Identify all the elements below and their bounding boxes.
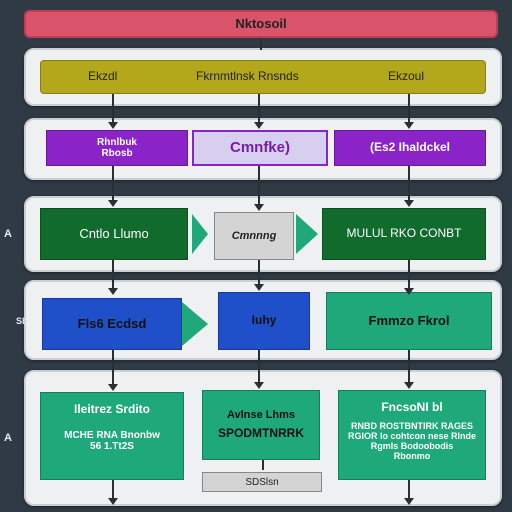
layer-5-center-body: SPODMTNRRK <box>218 426 304 441</box>
side-label-c: A <box>4 432 12 444</box>
connector-4-5-right <box>408 350 410 384</box>
arrowhead-3-4-right <box>404 288 414 295</box>
layer-3-right-box: MULUL RKO CONBT <box>322 208 486 260</box>
layer-1-center-label: Fkrnmtlnsk Rnsnds <box>196 69 299 83</box>
layer-1-left-label: Ekzdl <box>88 69 118 83</box>
layer-3-center-box: Cmnnng <box>214 212 294 260</box>
arrowhead-2-3-right <box>404 200 414 207</box>
layer-5-right-body1: RNBD ROSTBNTIRK RAGES <box>350 421 473 432</box>
arrowhead-2-3-left <box>108 200 118 207</box>
layer-4-left-box: Fls6 Ecdsd <box>42 298 182 350</box>
layer-4-right-box: Fmmzo Fkrol <box>326 292 492 350</box>
connector-title-center <box>260 38 262 50</box>
arrowhead-3-4-left <box>108 288 118 295</box>
layer-5-center-title: Avlnse Lhms <box>226 409 296 422</box>
layer-5-right-title: FncsoNI bl <box>381 400 443 414</box>
connector-2-3-center <box>258 166 260 206</box>
connector-4-5-center <box>258 350 260 384</box>
connector-3-4-center <box>258 260 260 286</box>
arrowhead-1-2-left <box>108 122 118 129</box>
layer-3-chevron-left <box>192 214 208 254</box>
arrowhead-4-5-left <box>108 384 118 391</box>
layer-5-right-box: FncsoNI bl RNBD ROSTBNTIRK RAGES RGIOR l… <box>338 390 486 480</box>
layer-5-left-title: Ileitrez Srdito <box>73 402 150 416</box>
arrowhead-1-2-center <box>254 122 264 129</box>
connector-1-2-center <box>258 94 260 124</box>
layer-2-right-box: (Es2 Ihaldckel <box>334 130 486 166</box>
connector-1-2-right <box>408 94 410 124</box>
connector-2-3-left <box>112 166 114 202</box>
layer-3-chevron-right <box>296 214 318 254</box>
side-label-b: Sb <box>16 316 28 326</box>
layer-5-right-body4: Rbonmo <box>393 450 431 461</box>
layer-4-center-box: Iuhy <box>218 292 310 350</box>
layer-5-center-box: Avlnse Lhms SPODMTNRRK <box>202 390 320 460</box>
layer-1-right-label: Ekzoul <box>388 69 425 83</box>
arrowhead-2-3-center <box>254 204 264 211</box>
layer-3-left-box: Cntlo Llumo <box>40 208 188 260</box>
layer-5-center-bottom-box: SDSlsn <box>202 472 322 492</box>
connector-3-4-left <box>112 260 114 290</box>
arrowhead-5-out-left <box>108 498 118 505</box>
diagram-title: Nktosoil <box>24 10 498 38</box>
arrowhead-3-4-center <box>254 284 264 291</box>
layer-5-right-body2: RGIOR lo cohtcon nese Rlnde <box>347 431 476 442</box>
layer-5-left-body2: 56 1.Tt2S <box>90 441 134 453</box>
arrowhead-4-5-center <box>254 382 264 389</box>
connector-2-3-right <box>408 166 410 202</box>
layer-5-left-body1: MCHE RNA Bnonbw <box>64 430 160 442</box>
arrowhead-4-5-right <box>404 382 414 389</box>
layer-5-right-body3: Rgmls Bodoobodis <box>370 440 454 451</box>
layer-2-left-line2: Rbosb <box>101 148 133 159</box>
arrowhead-1-2-right <box>404 122 414 129</box>
connector-3-4-right <box>408 260 410 290</box>
layer-5-left-box: Ileitrez Srdito MCHE RNA Bnonbw 56 1.Tt2… <box>40 392 184 480</box>
layer-2-center-box: Cmnfke) <box>192 130 328 166</box>
layer-1-bar <box>40 60 486 94</box>
connector-5-out-right <box>408 480 410 500</box>
layer-4-chevron-left <box>182 302 208 346</box>
side-label-a: A <box>4 228 12 240</box>
connector-5-out-left <box>112 480 114 500</box>
connector-4-5-left <box>112 350 114 386</box>
layer-2-left-box: Rhnlbuk Rbosb <box>46 130 188 166</box>
arrowhead-5-out-right <box>404 498 414 505</box>
layer-2-left-line1: Rhnlbuk <box>97 137 137 148</box>
connector-5-center-inner <box>262 460 264 470</box>
connector-1-2-left <box>112 94 114 124</box>
